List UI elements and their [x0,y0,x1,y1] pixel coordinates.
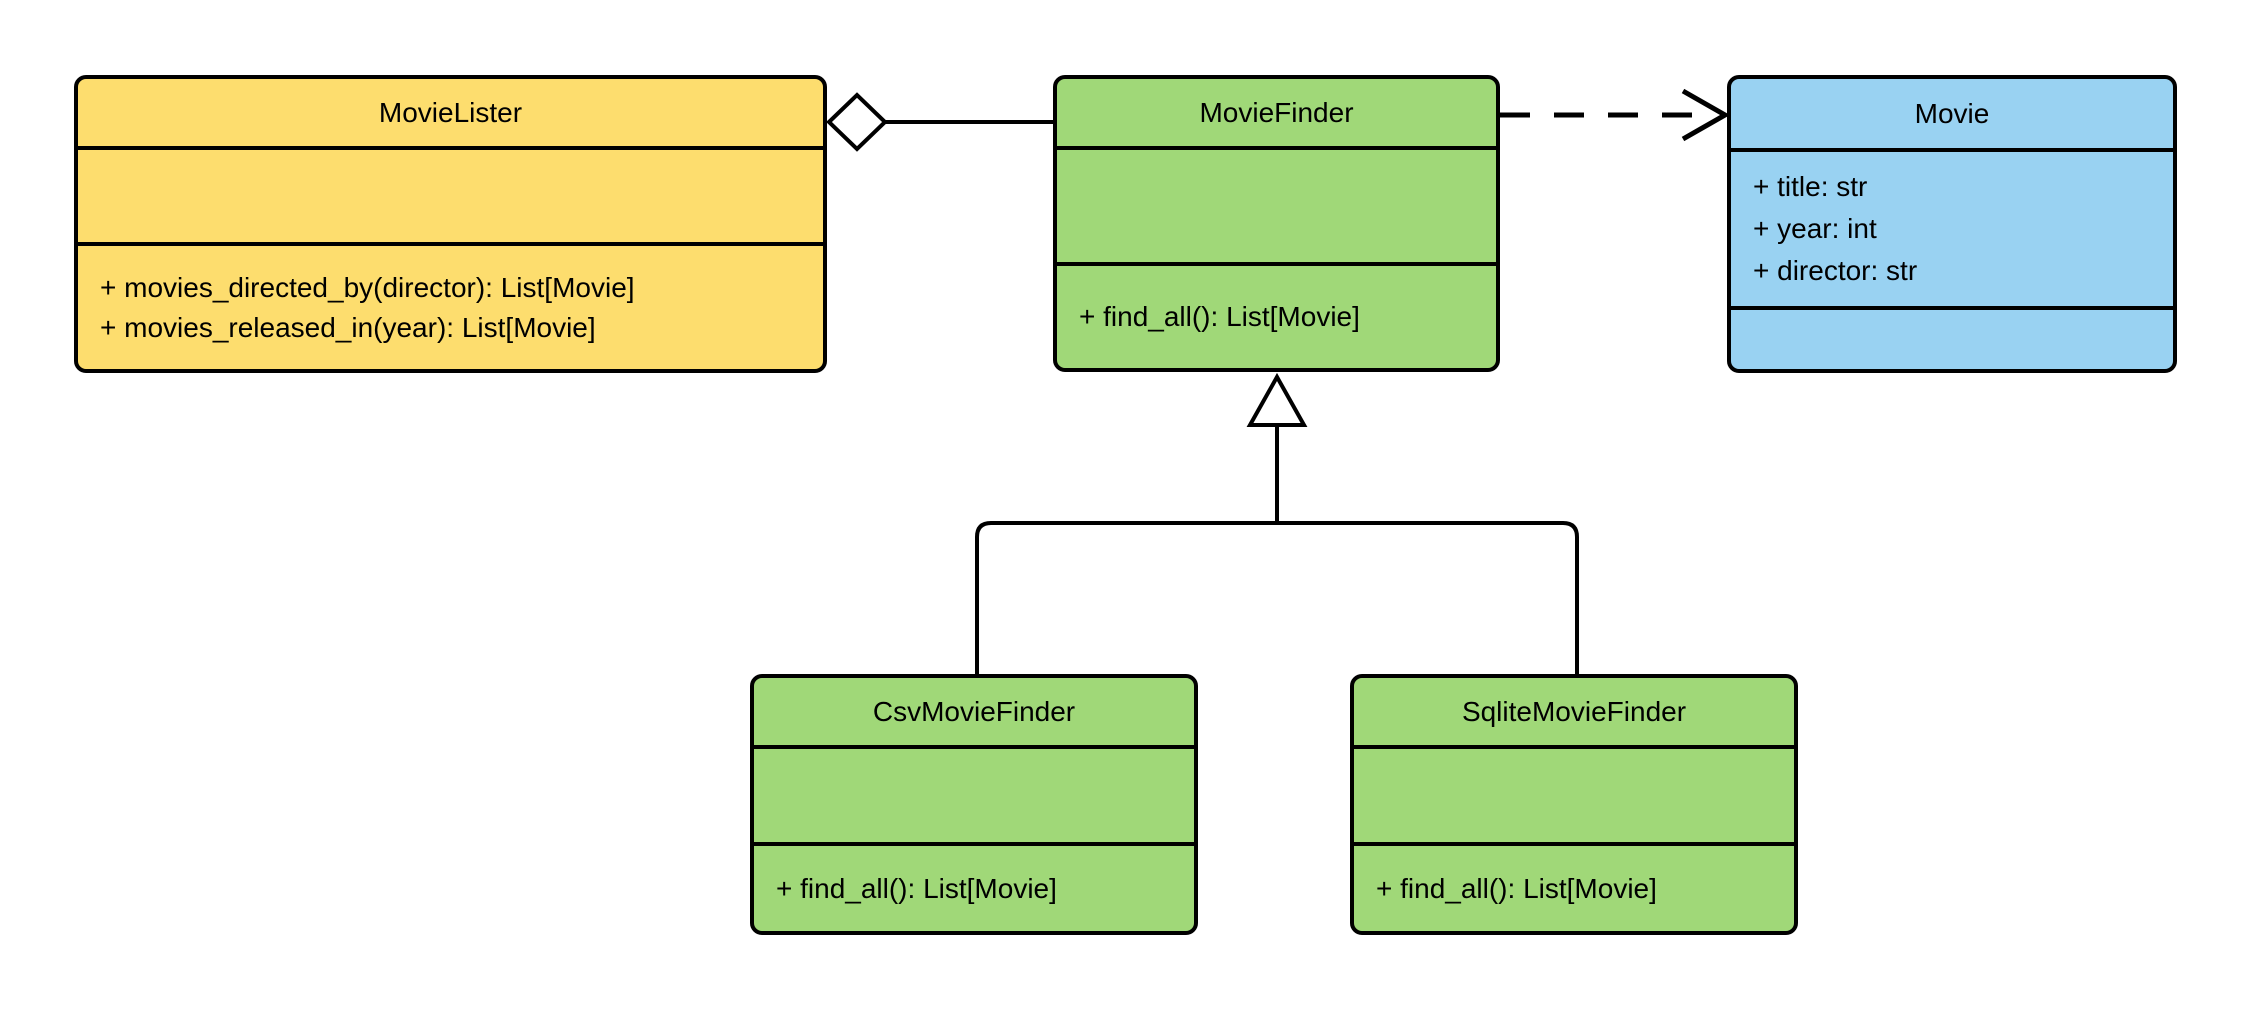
methods-compartment-csvmoviefinder: + find_all(): List[Movie] [754,842,1194,931]
methods-compartment-movie [1731,306,2173,369]
open-arrowhead-icon [1681,88,1731,142]
class-title-moviefinder: MovieFinder [1199,96,1354,128]
methods-compartment-movielister: + movies_directed_by(director): List[Mov… [78,242,823,369]
class-title-sqlitemoviefinder: SqliteMovieFinder [1461,695,1687,727]
method-find-all-moviefinder: + find_all(): List[Movie] [1079,301,1360,332]
methods-compartment-moviefinder: + find_all(): List[Movie] [1057,262,1496,368]
class-box-movielister: MovieLister + movies_directed_by(directo… [74,75,827,373]
dependency-connector-moviefinder-movie [1500,88,1731,142]
method-movies-released-in: + movies_released_in(year): List[Movie] [100,311,596,343]
class-title-movielister: MovieLister [378,96,523,128]
attribute-director: + director: str [1753,255,1918,286]
methods-compartment-sqlitemoviefinder: + find_all(): List[Movie] [1354,842,1794,931]
inheritance-triangle-icon [1246,372,1308,427]
class-title-csvmoviefinder: CsvMovieFinder [872,695,1076,727]
class-box-movie: Movie + title: str + year: int + directo… [1727,75,2177,373]
attribute-year: + year: int [1753,213,1877,244]
class-box-csvmoviefinder: CsvMovieFinder + find_all(): List[Movie] [750,674,1198,935]
method-movies-directed-by: + movies_directed_by(director): List[Mov… [100,271,635,303]
attributes-compartment-movie: + title: str + year: int + director: str [1731,148,2173,306]
generalization-connector-subclasses-moviefinder [975,372,1579,676]
attributes-compartment-moviefinder [1057,146,1496,262]
attributes-compartment-sqlitemoviefinder [1354,745,1794,842]
method-find-all-csv: + find_all(): List[Movie] [776,872,1057,904]
attributes-compartment-movielister [78,146,823,242]
aggregation-diamond-icon [826,92,888,152]
attribute-title: + title: str [1753,171,1868,202]
class-box-sqlitemoviefinder: SqliteMovieFinder + find_all(): List[Mov… [1350,674,1798,935]
method-find-all-sqlite: + find_all(): List[Movie] [1376,872,1657,904]
attributes-compartment-csvmoviefinder [754,745,1194,842]
aggregation-connector-movielister-moviefinder [826,92,1055,152]
class-title-movie: Movie [1914,97,1990,129]
class-box-moviefinder: MovieFinder + find_all(): List[Movie] [1053,75,1500,372]
